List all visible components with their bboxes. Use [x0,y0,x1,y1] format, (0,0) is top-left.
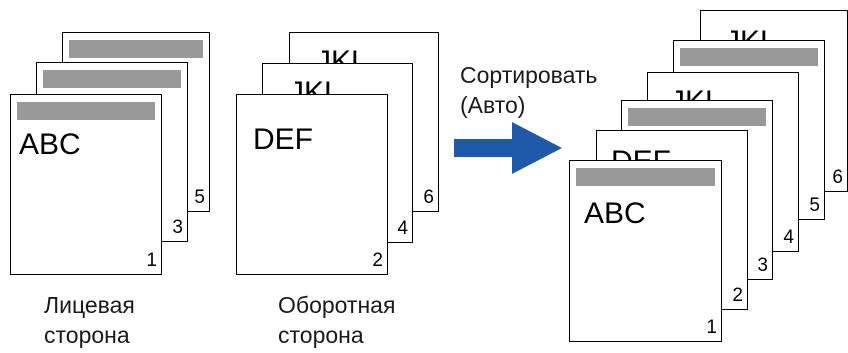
arrow-shape [454,122,562,174]
page-number: 5 [194,187,205,208]
page-content: ABC [584,197,646,230]
header-bar [43,70,181,88]
front-page-1: ABC 1 [10,94,162,275]
page-number: 6 [423,187,434,208]
page-content: DEF [253,123,313,156]
caption-line: Лицевая [44,292,135,318]
back-page-2: DEF 2 [236,94,388,275]
caption-line: сторона [44,322,130,348]
header-bar [17,102,155,120]
header-bar [69,40,203,58]
caption-line: сторона [278,322,364,348]
page-number: 2 [372,250,383,271]
page-number: 2 [732,285,743,306]
page-number: 5 [809,195,820,216]
page-number: 6 [832,167,843,188]
page-number: 1 [706,317,717,338]
header-bar [628,108,766,126]
sorted-page-1: ABC 1 [569,160,722,342]
page-number: 3 [757,255,768,276]
sort-label: Сортировать (Авто) [460,60,597,120]
header-bar [680,48,818,66]
page-number: 4 [783,227,794,248]
front-side-caption: Лицевая сторона [44,290,135,350]
page-content: ABC [19,128,81,161]
page-number: 1 [146,250,157,271]
right-arrow-icon [454,122,562,174]
header-bar [576,168,715,186]
sort-label-line: Сортировать [460,62,598,88]
caption-line: Оборотная [278,292,396,318]
page-number: 3 [172,217,183,238]
sort-label-line: (Авто) [460,92,526,118]
back-side-caption: Оборотная сторона [278,290,395,350]
page-number: 4 [397,218,408,239]
